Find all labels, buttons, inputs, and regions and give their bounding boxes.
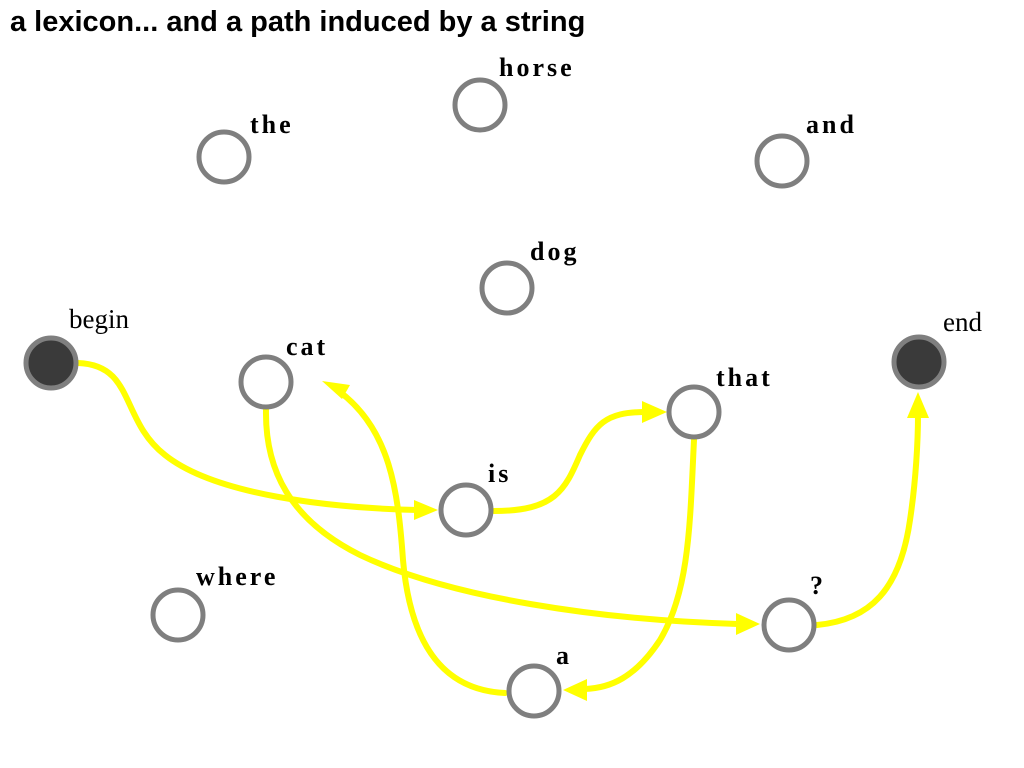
- edge-is-to-that: [491, 409, 648, 514]
- node-dog-circle: [479, 260, 535, 316]
- node-a[interactable]: a: [506, 641, 572, 719]
- edge-begin-to-is: [75, 360, 421, 513]
- node-dog[interactable]: dog: [479, 237, 579, 316]
- node-and-label: and: [806, 110, 857, 139]
- node-is-label: is: [488, 459, 511, 488]
- node-horse[interactable]: horse: [452, 53, 575, 133]
- arrowhead-a: [563, 679, 587, 701]
- node-a-circle: [506, 663, 562, 719]
- node-is[interactable]: is: [438, 459, 511, 538]
- node-a-label: a: [556, 641, 572, 670]
- path-edges: [75, 360, 929, 701]
- node-cat-label: cat: [286, 332, 328, 361]
- node-begin[interactable]: begin: [23, 304, 129, 391]
- node-begin-circle: [23, 335, 79, 391]
- arrowhead-end: [907, 392, 929, 418]
- node-horse-label: horse: [499, 53, 575, 82]
- arrowhead-is: [414, 500, 438, 520]
- arrowhead-that: [642, 401, 667, 423]
- edge-a-to-cat: [337, 389, 508, 696]
- slide-title: a lexicon... and a path induced by a str…: [10, 6, 586, 38]
- node-that[interactable]: that: [666, 363, 773, 440]
- node-where[interactable]: where: [150, 562, 278, 643]
- node-that-label: that: [716, 363, 773, 392]
- node-cat-circle: [238, 354, 294, 410]
- lexicon-nodes: horse the and dog begin end cat: [23, 53, 982, 719]
- node-horse-circle: [452, 77, 508, 133]
- node-and-circle: [754, 133, 810, 189]
- node-question-circle: [761, 597, 817, 653]
- node-cat[interactable]: cat: [238, 332, 328, 410]
- node-end[interactable]: end: [891, 307, 982, 390]
- node-dog-label: dog: [530, 237, 579, 266]
- node-that-circle: [666, 384, 722, 440]
- node-where-circle: [150, 587, 206, 643]
- node-is-circle: [438, 482, 494, 538]
- node-end-label: end: [943, 307, 982, 337]
- arrowhead-question: [736, 613, 760, 635]
- node-the[interactable]: the: [196, 110, 294, 185]
- node-the-label: the: [250, 110, 294, 139]
- node-end-circle: [891, 334, 947, 390]
- node-and[interactable]: and: [754, 110, 857, 189]
- edge-cat-to-question: [262, 407, 741, 627]
- arrowhead-cat: [322, 381, 350, 399]
- node-begin-label: begin: [69, 304, 129, 334]
- edge-that-to-a: [582, 437, 697, 692]
- edge-question-to-end: [814, 412, 921, 628]
- node-question[interactable]: ?: [761, 571, 826, 653]
- node-where-label: where: [196, 562, 278, 591]
- node-question-label: ?: [810, 571, 826, 600]
- node-the-circle: [196, 129, 252, 185]
